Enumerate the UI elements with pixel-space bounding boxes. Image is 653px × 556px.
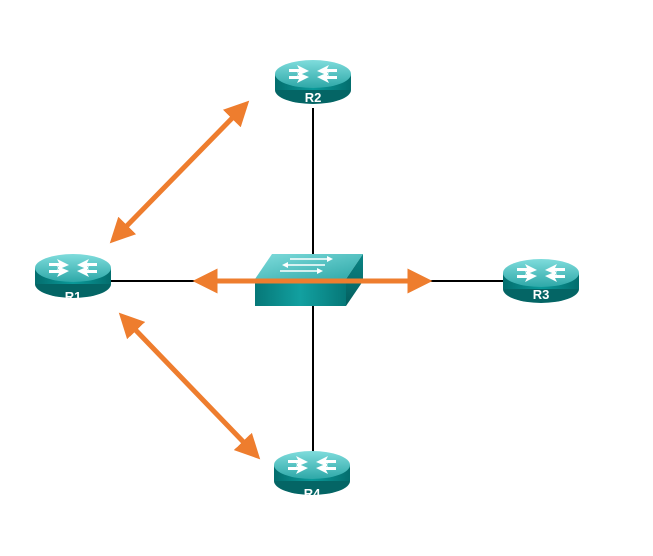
- router-label: R2: [305, 90, 322, 105]
- router-label: R4: [304, 486, 321, 501]
- router-r2[interactable]: R2: [275, 60, 351, 105]
- router-label: R1: [65, 289, 82, 304]
- arrows: [109, 100, 433, 460]
- router-label: R3: [533, 287, 550, 302]
- router-r3[interactable]: R3: [503, 259, 579, 303]
- switch-top: [255, 254, 363, 279]
- router-r1[interactable]: R1: [35, 254, 111, 304]
- arrow-r1-r2: [109, 100, 250, 244]
- arrow-r1-r4: [118, 312, 261, 460]
- router-r4[interactable]: R4: [274, 451, 350, 501]
